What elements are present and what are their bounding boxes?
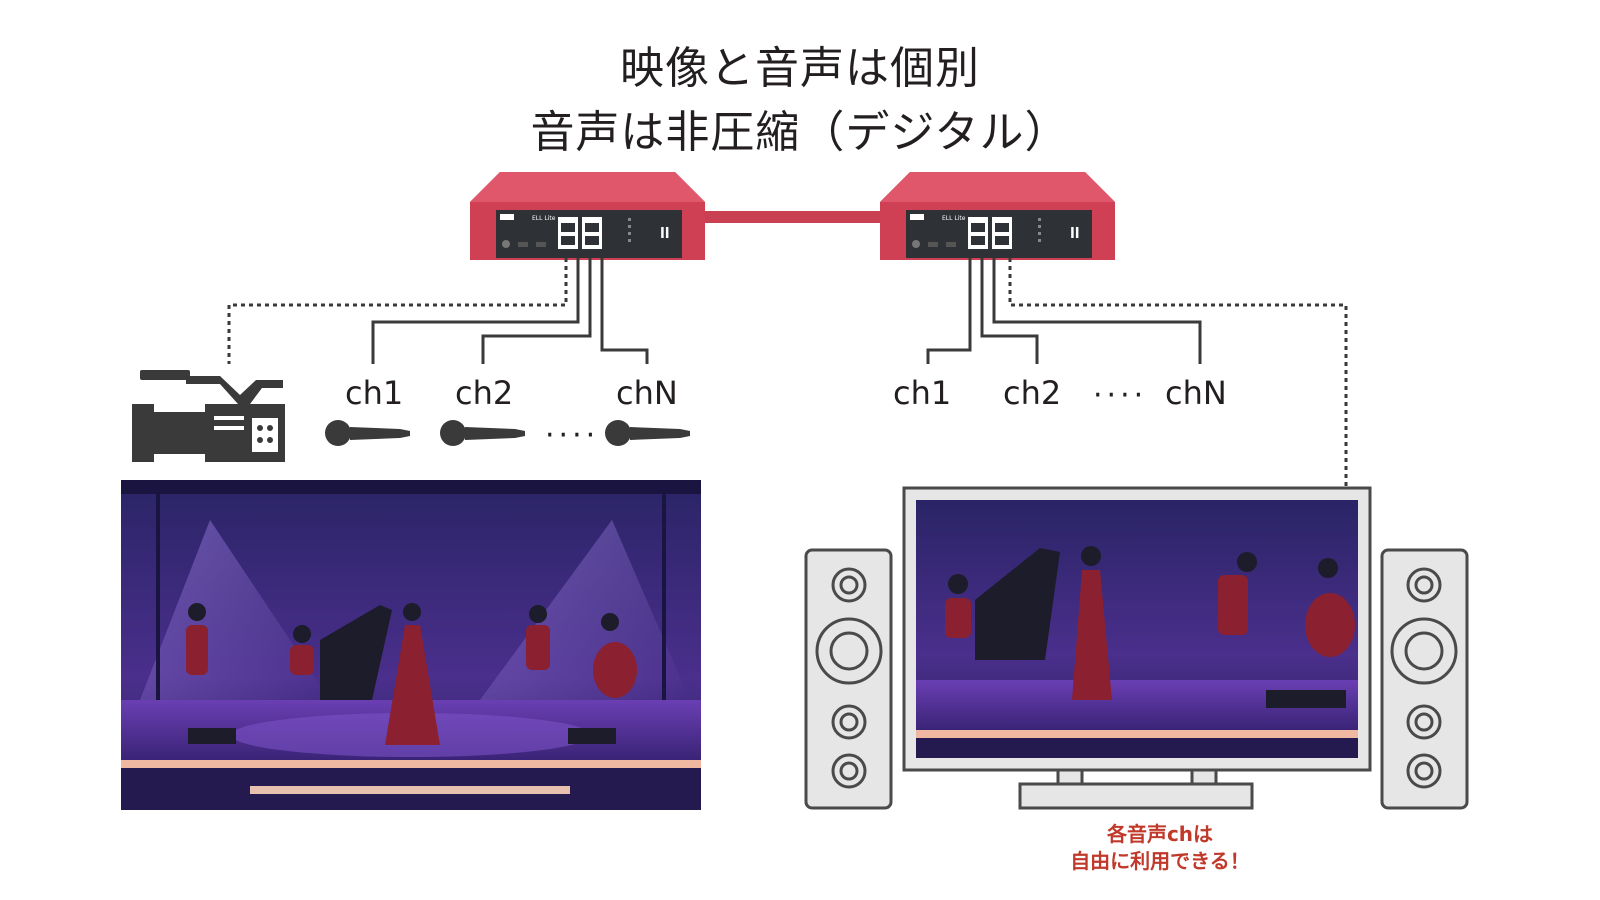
sender-audio-cables (371, 258, 649, 364)
microphone-icon-2 (440, 420, 525, 446)
note-line-1: 各音声chは (1106, 822, 1214, 846)
title-line-2: 音声は非圧縮（デジタル） (530, 107, 1070, 158)
sender-brand-label: ELL Lite (532, 215, 556, 222)
receiver-channel-label-2: ch2 (1003, 374, 1062, 412)
svg-text:ll: ll (660, 226, 670, 242)
receiver-channel-label-1: ch1 (893, 374, 952, 412)
sender-channel-label-2: ch2 (455, 374, 514, 412)
svg-text:ll: ll (1070, 226, 1080, 242)
receiver-video-cable (1008, 258, 1348, 488)
microphone-icon-1 (325, 420, 410, 446)
note-line-2: 自由に利用できる！ (1070, 849, 1250, 873)
receiver-ellipsis: ···· (1093, 378, 1148, 413)
sender-video-cable (227, 258, 568, 364)
microphone-icon-n (605, 420, 690, 446)
left-speaker-icon (804, 548, 893, 810)
sender-ellipsis: ···· (545, 418, 600, 453)
concert-stage-image (121, 480, 701, 810)
sender-channel-label-n: chN (616, 374, 678, 412)
link-cable (700, 211, 890, 223)
title-line-1: 映像と音声は個別 (620, 43, 980, 94)
video-camera-icon (132, 370, 285, 462)
right-speaker-icon (1380, 548, 1469, 810)
receiver-brand-label: ELL Lite (942, 215, 966, 222)
receiver-audio-cables (926, 258, 1202, 364)
tv-monitor-icon (902, 486, 1372, 810)
receiver-channel-label-n: chN (1165, 374, 1227, 412)
receiver-device: ELL Lite ll (880, 172, 1115, 260)
sender-device: ELL Lite ll (470, 172, 705, 260)
sender-channel-label-1: ch1 (345, 374, 404, 412)
note-text: 各音声chは 自由に利用できる！ (1040, 821, 1280, 875)
